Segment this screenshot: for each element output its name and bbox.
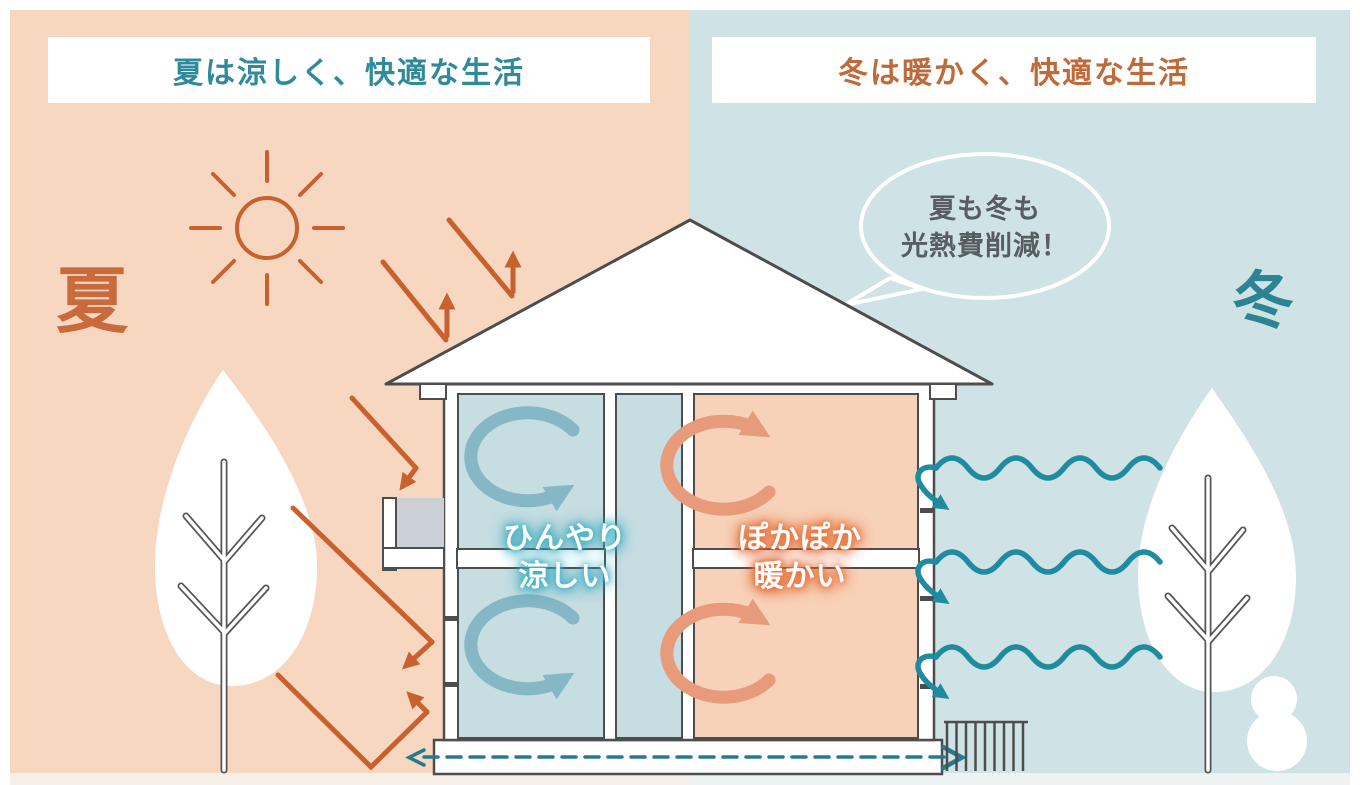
window-frames (444, 508, 934, 689)
floor-vent-arrow (405, 744, 967, 771)
sun-icon (189, 150, 345, 306)
left-tree-icon (155, 370, 317, 774)
cool-convection-arrows (464, 406, 580, 700)
fence (944, 720, 1028, 771)
warm-convection-arrows (660, 410, 776, 704)
eave-right (929, 383, 957, 400)
sun-ray-arrows (275, 217, 522, 771)
speech-bubble (843, 152, 1111, 307)
eave-left (419, 383, 447, 400)
snowman-icon (1247, 676, 1307, 771)
wind-wave-arrows (915, 455, 1163, 699)
west-awning (382, 497, 445, 571)
winter-ground-strip (690, 773, 1350, 785)
floor-band-left (456, 548, 606, 569)
summer-ground-strip (10, 773, 690, 785)
right-tree-icon (1138, 388, 1296, 774)
roof (384, 218, 994, 386)
floor-band-right (692, 548, 920, 569)
